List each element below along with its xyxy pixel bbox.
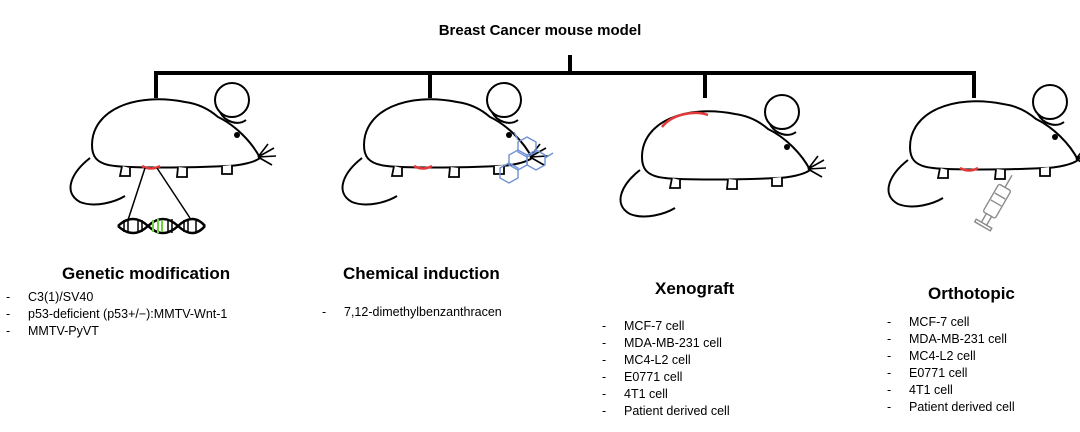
list-item: MDA-MB-231 cell bbox=[883, 331, 1015, 348]
list-item: p53-deficient (p53+/−):MMTV-Wnt-1 bbox=[2, 306, 227, 323]
genetic-modification-heading: Genetic modification bbox=[62, 264, 231, 283]
list-item: 4T1 cell bbox=[883, 382, 1015, 399]
list-item: 7,12-dimethylbenzanthracen bbox=[318, 304, 502, 321]
tree-connectors bbox=[154, 55, 976, 98]
list-item: E0771 cell bbox=[883, 365, 1015, 382]
genetic-modification-list: C3(1)/SV40 p53-deficient (p53+/−):MMTV-W… bbox=[2, 289, 227, 340]
list-item: MCF-7 cell bbox=[598, 318, 730, 335]
chemical-induction-list: 7,12-dimethylbenzanthracen bbox=[318, 304, 502, 321]
list-item: Patient derived cell bbox=[598, 403, 730, 420]
list-item: MDA-MB-231 cell bbox=[598, 335, 730, 352]
xenograft-heading: Xenograft bbox=[655, 279, 735, 298]
dna-helix-icon bbox=[117, 217, 206, 235]
orthotopic-list: MCF-7 cell MDA-MB-231 cell MC4-L2 cell E… bbox=[883, 314, 1015, 416]
list-item: Patient derived cell bbox=[883, 399, 1015, 416]
mouse-with-dna-icon bbox=[69, 82, 277, 235]
syringe-icon bbox=[973, 174, 1013, 232]
diagram-title: Breast Cancer mouse model bbox=[438, 22, 642, 39]
list-item: MMTV-PyVT bbox=[2, 323, 227, 340]
list-item: 4T1 cell bbox=[598, 386, 730, 403]
mouse-xenograft-icon bbox=[619, 94, 827, 218]
list-item: C3(1)/SV40 bbox=[2, 289, 227, 306]
list-item: MCF-7 cell bbox=[883, 314, 1015, 331]
chemical-induction-heading: Chemical induction bbox=[343, 264, 500, 283]
list-item: MC4-L2 cell bbox=[598, 352, 730, 369]
list-item: E0771 cell bbox=[598, 369, 730, 386]
list-item: MC4-L2 cell bbox=[883, 348, 1015, 365]
mouse-with-syringe-icon bbox=[887, 84, 1080, 232]
mouse-with-chemical-icon bbox=[341, 82, 554, 206]
dmba-structure-icon bbox=[499, 131, 554, 184]
orthotopic-heading: Orthotopic bbox=[928, 284, 1015, 303]
xenograft-list: MCF-7 cell MDA-MB-231 cell MC4-L2 cell E… bbox=[598, 318, 730, 420]
